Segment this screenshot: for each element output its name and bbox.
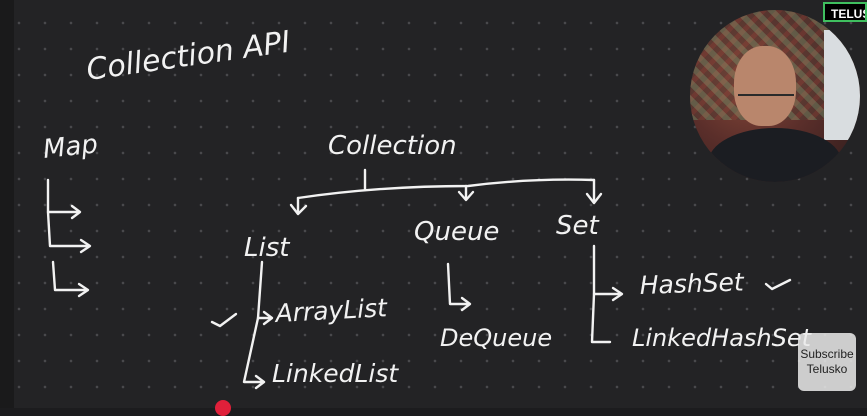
subscribe-channel-label: Telusko <box>806 362 848 376</box>
arraylist-label: ArrayList <box>273 293 389 328</box>
subscribe-label: Subscribe <box>800 347 854 361</box>
hashset-check-icon <box>764 278 792 291</box>
arraylist-check-icon <box>210 312 238 328</box>
set-label: Set <box>556 211 600 241</box>
linkedlist-label: LinkedList <box>272 359 399 388</box>
channel-brand-badge: TELUSKO <box>823 2 867 22</box>
hierarchy-connectors <box>289 168 603 216</box>
list-label: List <box>244 233 290 263</box>
set-branches <box>590 244 624 344</box>
presenter-glasses <box>738 94 794 104</box>
map-label: Map <box>42 129 100 165</box>
pointer-dot-icon <box>215 400 231 416</box>
collection-root-label: Collection <box>328 131 457 161</box>
presenter-shoulders <box>708 128 842 182</box>
subscribe-button[interactable]: Subscribe Telusko <box>798 333 856 391</box>
presenter-webcam-overlay <box>690 10 860 182</box>
board-title: Collection API <box>84 25 292 88</box>
hashset-label: HashSet <box>639 267 745 300</box>
queue-branch <box>446 262 472 312</box>
linkedhashset-label: LinkedHashSet <box>632 324 813 352</box>
board-left-edge <box>0 0 14 408</box>
presenter-head <box>734 46 796 126</box>
webcam-window-light <box>824 30 860 140</box>
list-branches <box>242 260 274 390</box>
queue-label: Queue <box>414 217 499 247</box>
map-branch-arrows <box>46 178 92 298</box>
dequeue-label: DeQueue <box>440 324 552 352</box>
